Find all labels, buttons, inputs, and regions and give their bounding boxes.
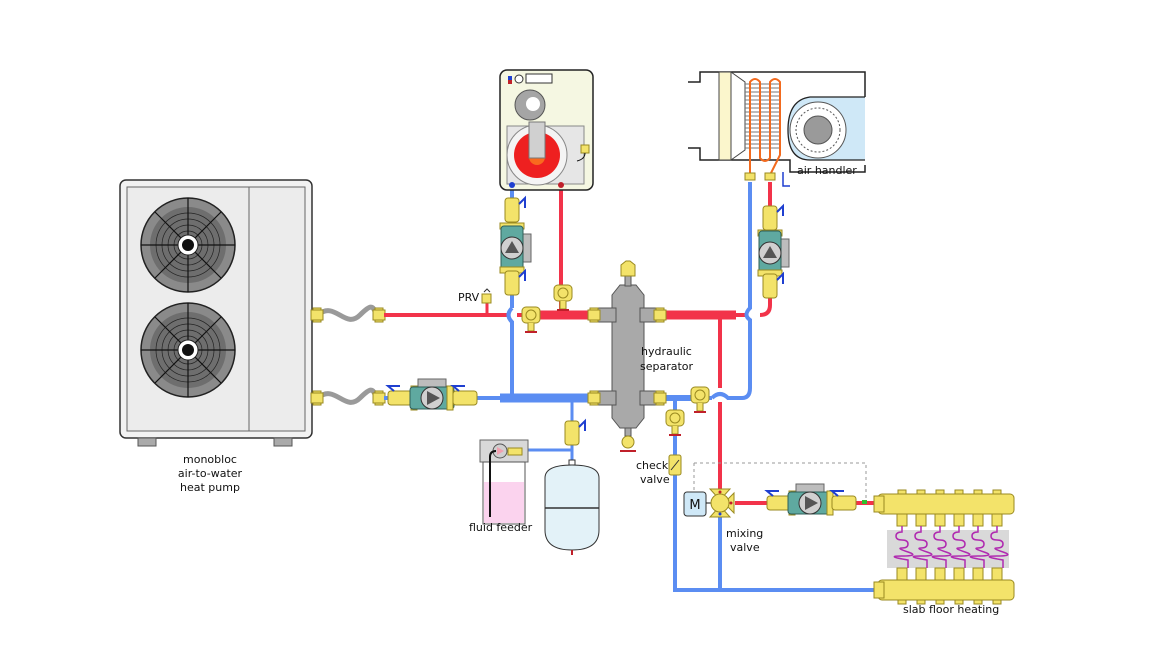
floor-circuits	[893, 489, 1009, 605]
heat-pump: monobloc air-to-water heat pump	[119, 179, 313, 494]
floor-circulator-icon	[787, 483, 833, 515]
mixing-valve-label-1: mixing	[726, 527, 763, 540]
fan-upper-icon	[140, 197, 236, 293]
air-handler-circulator-icon	[758, 230, 790, 276]
heat-pump-pump-stack	[387, 378, 478, 411]
fluid-feeder: fluid feeder	[469, 439, 533, 534]
air-handler-label: air handler	[797, 164, 857, 177]
mixing-valve-label-2: valve	[730, 541, 760, 554]
slab-floor-heating-label: slab floor heating	[903, 603, 999, 616]
mixing-valve: M mixing valve	[683, 462, 867, 554]
heat-pump-label-3: heat pump	[180, 481, 240, 494]
actuator-m-label: M	[689, 498, 700, 513]
hydraulic-separator: hydraulic separator	[587, 260, 694, 452]
separator-label-1: hydraulic	[641, 345, 692, 358]
boiler	[499, 69, 594, 191]
flex-hoses	[310, 304, 386, 406]
boiler-circulator-icon	[500, 225, 532, 271]
check-valve: check valve	[636, 454, 682, 486]
fluid-feeder-label: fluid feeder	[469, 521, 533, 534]
fan-lower-icon	[140, 302, 236, 398]
prv-label: PRV	[458, 291, 480, 304]
heat-pump-label-2: air-to-water	[178, 467, 243, 480]
expansion-tank	[544, 459, 600, 555]
slab-floor-heating: slab floor heating	[873, 489, 1015, 616]
purge-valve-supply	[521, 306, 541, 334]
air-handler-pump-stack	[757, 205, 790, 299]
air-handler: air handler	[688, 71, 866, 187]
check-valve-label-2: valve	[640, 473, 670, 486]
prv: PRV	[458, 288, 492, 304]
heat-pump-label-1: monobloc	[183, 453, 237, 466]
check-valve-label-1: check	[636, 459, 669, 472]
floor-pump-stack	[766, 483, 867, 516]
separator-label-2: separator	[640, 360, 694, 373]
